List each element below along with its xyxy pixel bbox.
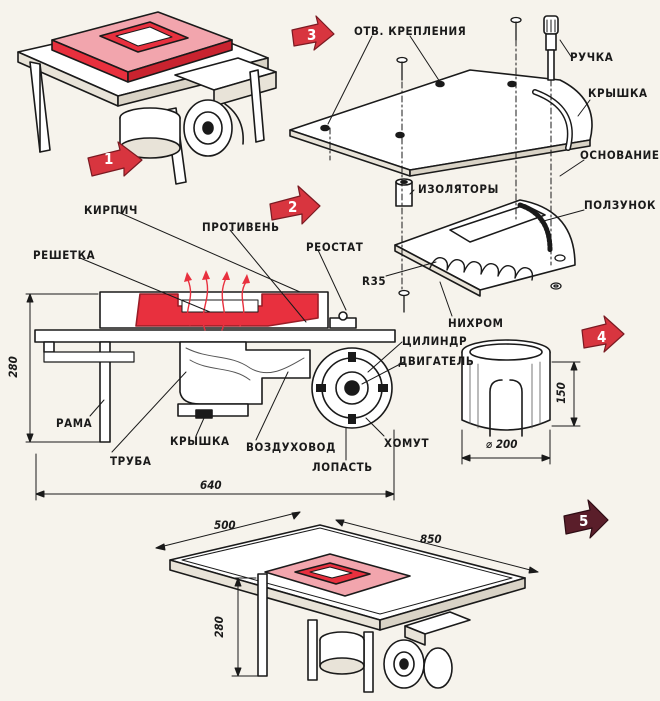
label-handle: РУЧКА <box>570 50 614 64</box>
label-grate: РЕШЕТКА <box>33 248 96 262</box>
dim-width-640: 640 <box>200 478 222 492</box>
step-number-1: 1 <box>104 150 114 168</box>
step-marker-3 <box>291 15 335 51</box>
step-marker-2 <box>269 185 321 225</box>
label-brick: КИРПИЧ <box>84 203 138 217</box>
figure-2-cross-section <box>25 211 405 501</box>
figure-3-exploded-heater <box>289 15 593 317</box>
dim-cylinder-diameter: ⌀ 200 <box>486 437 518 451</box>
label-pipe: ТРУБА <box>110 454 152 468</box>
dim-table-850: 850 <box>420 532 442 546</box>
figure-1-assembled-device <box>17 11 277 185</box>
label-cover-bottom: КРЫШКА <box>170 434 230 448</box>
label-blade: ЛОПАСТЬ <box>312 460 373 474</box>
step-marker-5 <box>563 499 609 539</box>
dim-height-280-table: 280 <box>211 616 226 638</box>
label-slider: ПОЛЗУНОК <box>584 198 657 212</box>
label-cylinder: ЦИЛИНДР <box>402 334 468 348</box>
figure-4-cylinder <box>461 339 581 465</box>
label-tray: ПРОТИВЕНЬ <box>202 220 280 234</box>
step-number-4: 4 <box>597 328 607 346</box>
dim-cylinder-height-150: 150 <box>553 382 568 404</box>
step-number-2: 2 <box>288 198 298 216</box>
figure-5-table <box>155 511 539 693</box>
label-nichrome: НИХРОМ <box>448 316 504 330</box>
dim-height-280-section: 280 <box>5 356 20 378</box>
dim-table-500: 500 <box>214 518 236 532</box>
label-mounting-holes: ОТВ. КРЕПЛЕНИЯ <box>354 24 467 38</box>
label-cover-top: КРЫШКА <box>588 86 648 100</box>
label-clamp: ХОМУТ <box>384 436 430 450</box>
label-motor: ДВИГАТЕЛЬ <box>398 354 475 368</box>
step-marker-1 <box>87 141 143 177</box>
label-insulators: ИЗОЛЯТОРЫ <box>418 182 499 196</box>
step-number-5: 5 <box>579 512 589 530</box>
label-air-duct: ВОЗДУХОВОД <box>246 440 336 454</box>
label-radius: R35 <box>362 274 387 288</box>
label-rheostat: РЕОСТАТ <box>306 240 364 254</box>
label-frame: РАМА <box>56 416 93 430</box>
label-base: ОСНОВАНИЕ <box>580 148 660 162</box>
step-marker-4 <box>581 315 625 353</box>
step-number-3: 3 <box>307 26 317 44</box>
